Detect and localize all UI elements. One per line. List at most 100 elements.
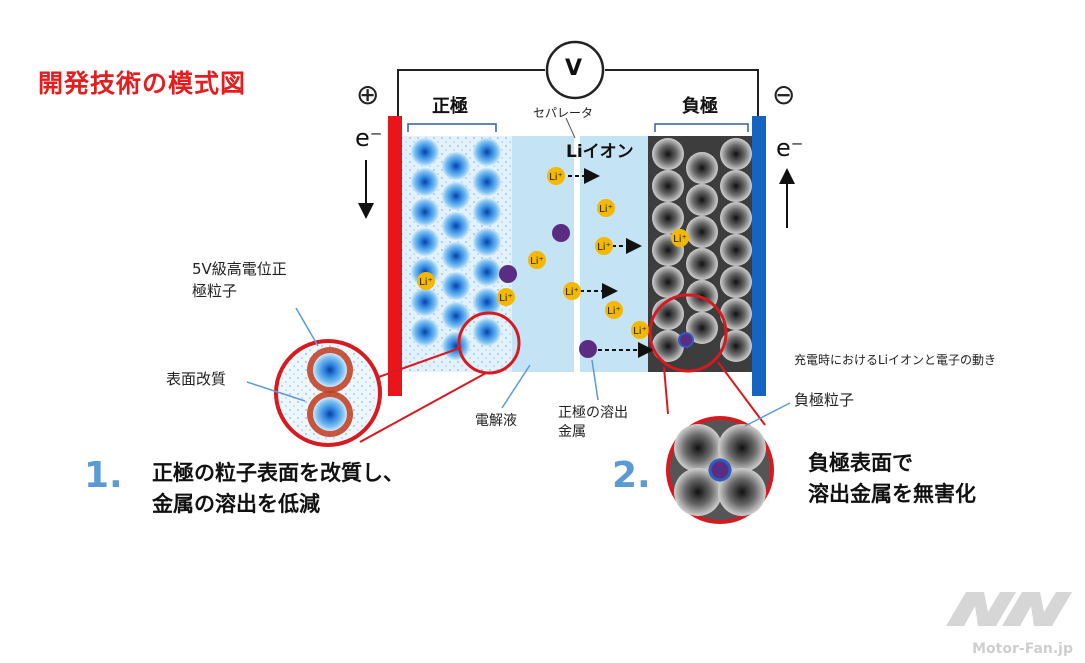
cathode-particle: [411, 138, 439, 166]
motorfan-logo: [946, 592, 1072, 626]
li-ion-badge: Li⁺: [547, 167, 565, 185]
cathode-particle-label: 5V級高電位正極粒子: [192, 260, 287, 300]
dissolved-metal-label-line2: 金属: [558, 424, 586, 440]
li-ion-badge: Li⁺: [417, 272, 435, 290]
li-ion-text: Li⁺: [607, 306, 621, 317]
point-1-text: 正極の粒子表面を改質し、 金属の溶出を低減: [152, 458, 404, 520]
cathode-particle: [473, 258, 501, 286]
cathode-particle: [411, 318, 439, 346]
li-ion-text: Li⁺: [597, 242, 611, 253]
point-2-line2: 溶出金属を無害化: [808, 482, 976, 506]
watermark-text: Motor-Fan.jp: [972, 641, 1073, 657]
anode-particle: [652, 170, 684, 202]
cathode-particle: [473, 168, 501, 196]
coated-particles: [307, 347, 353, 437]
separator-label: セパレータ: [533, 106, 594, 120]
li-ion-badge: Li⁺: [597, 199, 615, 217]
electron-label-right: e⁻: [776, 134, 804, 162]
positive-collector: [388, 116, 402, 396]
anode-bracket: [654, 123, 749, 132]
li-ion-text: Li⁺: [599, 204, 613, 215]
li-ion-text: Li⁺: [419, 277, 433, 288]
page-title: 開発技術の模式図: [38, 69, 247, 98]
cathode-particle: [473, 228, 501, 256]
cathode-particle: [411, 288, 439, 316]
voltmeter-icon: [545, 40, 605, 100]
anode-particle: [720, 234, 752, 266]
cathode-particle: [473, 318, 501, 346]
cathode-particle: [411, 198, 439, 226]
anode-highlight-circle: [648, 293, 728, 373]
li-ion-badge: Li⁺: [595, 237, 613, 255]
anode-particle: [652, 138, 684, 170]
cathode-particle: [473, 198, 501, 226]
anode-particle: [652, 266, 684, 298]
dissolved-metal-label-line1: 正極の溶出: [558, 405, 628, 421]
anode-particle: [720, 202, 752, 234]
li-ions: Li⁺ Li⁺ Li⁺ Li⁺ Li⁺ Li⁺ Li⁺ Li⁺ Li⁺ Li⁺: [417, 167, 689, 339]
anode-particle: [720, 138, 752, 170]
point-1-number: 1.: [84, 455, 123, 496]
cathode-label: 正極: [432, 96, 468, 117]
separator-bar: [574, 136, 580, 372]
li-ion-text: Li⁺: [633, 326, 647, 337]
anode-particle-label: 負極粒子: [794, 391, 855, 409]
anode-particle: [720, 170, 752, 202]
cathode-particle: [411, 228, 439, 256]
cathode-particle: [473, 288, 501, 316]
cathode-particle: [411, 168, 439, 196]
li-ion-badge: Li⁺: [497, 288, 515, 306]
anode-particle: [720, 298, 752, 330]
cathode-particle: [442, 212, 470, 240]
coating-pointer: [246, 381, 306, 402]
point-2-number: 2.: [612, 455, 651, 496]
cathode-particle: [473, 138, 501, 166]
anode-label: 負極: [682, 96, 718, 117]
li-ion-label: Liイオン: [566, 142, 634, 162]
li-ion-text: Li⁺: [565, 287, 579, 298]
cathode-particle: [442, 272, 470, 300]
cathode-particle: [442, 302, 470, 330]
anode-particle: [686, 312, 718, 344]
anode-particle: [686, 184, 718, 216]
li-ion-text: Li⁺: [530, 256, 544, 267]
anode-particle: [652, 330, 684, 362]
li-ion-badge: Li⁺: [528, 251, 546, 269]
charging-caption: 充電時におけるLiイオンと電子の動き: [794, 353, 997, 367]
anode-particle: [686, 216, 718, 248]
cathode-highlight-circle: [457, 311, 521, 375]
cathode-particle: [442, 182, 470, 210]
li-ion-badge: Li⁺: [631, 321, 649, 339]
dissolved-metal: [499, 224, 597, 358]
electron-label-left: e⁻: [355, 124, 383, 152]
separator-pointer: [565, 117, 576, 139]
anode-particle: [720, 266, 752, 298]
point-1-line2: 金属の溶出を低減: [152, 492, 320, 516]
electrolyte-label: 電解液: [475, 413, 517, 429]
point-2-text: 負極表面で 溶出金属を無害化: [808, 448, 976, 510]
negative-terminal-icon: ⊖: [772, 78, 796, 111]
li-ion-badge: Li⁺: [671, 229, 689, 247]
li-ion-text: Li⁺: [549, 172, 563, 183]
li-ion-badge: Li⁺: [563, 282, 581, 300]
circuit-wire: [397, 69, 759, 118]
negative-collector: [752, 116, 766, 396]
particle-pointer: [295, 307, 319, 347]
surface-modification-label: 表面改質: [166, 370, 227, 388]
cathode-particle: [442, 152, 470, 180]
li-ion-text: Li⁺: [673, 234, 687, 245]
dissolved-metal-label: 正極の溶出 金属: [558, 404, 628, 442]
li-ion-badge: Li⁺: [605, 301, 623, 319]
anode-particles: [652, 138, 752, 362]
cathode-bracket: [407, 123, 497, 132]
cathode-particles: [411, 138, 501, 360]
anode-particle-pointer: [744, 402, 791, 427]
anode-particle: [720, 330, 752, 362]
cathode-particle: [442, 242, 470, 270]
positive-terminal-icon: ⊕: [356, 78, 380, 111]
point-2-line1: 負極表面で: [808, 451, 913, 475]
ion-arrows: [568, 168, 654, 358]
anode-particle: [686, 280, 718, 312]
anode-zoom-particles: [674, 424, 766, 516]
